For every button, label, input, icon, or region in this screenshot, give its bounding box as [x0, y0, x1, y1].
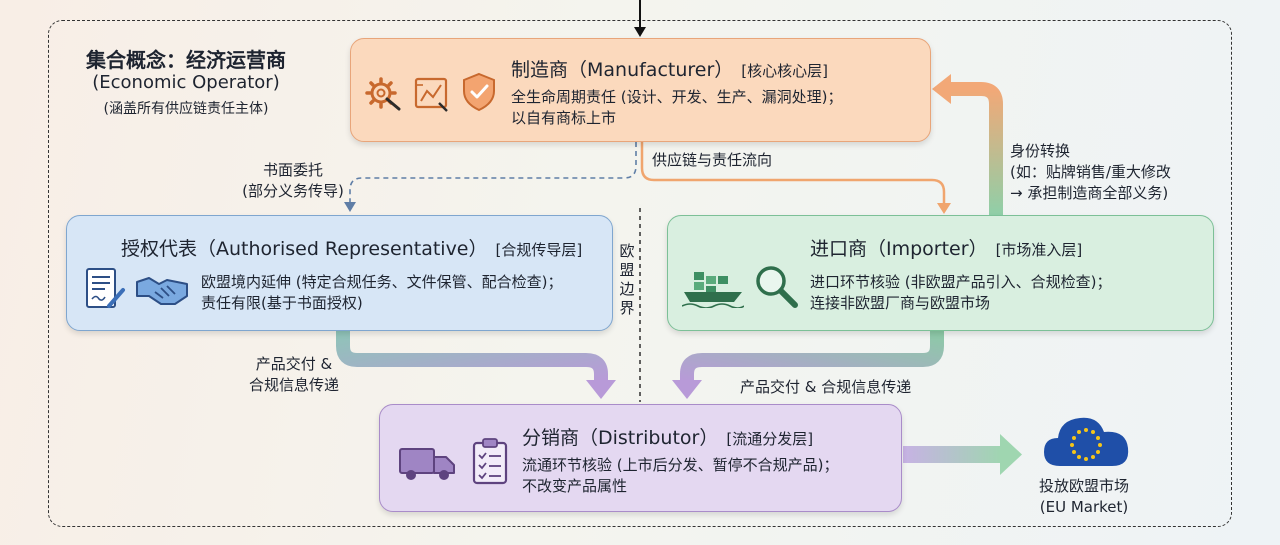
delivery-right-label: 产品交付 & 合规信息传递: [740, 378, 912, 396]
importer-desc: 进口环节核验 (非欧盟产品引入、合规检查)； 连接非欧盟厂商与欧盟市场: [810, 272, 1111, 314]
delivery-left-line1: 产品交付 &: [255, 355, 333, 373]
distributor-box: 分销商（Distributor） [流通分发层] 流通环节核验 (上市后分发、暂停…: [379, 404, 902, 512]
scope-note: (涵盖所有供应链责任主体): [103, 101, 269, 117]
delivery-left-head: [586, 380, 616, 399]
manufacturer-desc-line1: 全生命周期责任 (设计、开发、生产、漏洞处理)；: [511, 88, 843, 106]
delivery-right-head: [672, 380, 702, 399]
market-arrow-shaft: [903, 446, 1003, 463]
written-mandate-line1: 书面委托: [262, 161, 323, 179]
written-mandate-head: [344, 202, 356, 212]
eu-border-char-2: 盟: [619, 261, 635, 279]
written-mandate-line2: (部分义务传导): [242, 182, 344, 200]
importer-desc-line2: 连接非欧盟厂商与欧盟市场: [810, 294, 991, 312]
importer-desc-line1: 进口环节核验 (非欧盟产品引入、合规检查)；: [810, 273, 1112, 291]
supply-chain-flow-head: [937, 203, 951, 214]
delivery-left-flow: [336, 331, 608, 382]
scope-subtitle: (Economic Operator): [92, 72, 280, 93]
supply-chain-label: 供应链与责任流向: [652, 151, 773, 169]
manufacturer-desc: 全生命周期责任 (设计、开发、生产、漏洞处理)； 以自有商标上市: [511, 87, 842, 129]
eu-market-line1: 投放欧盟市场: [1038, 477, 1129, 495]
delivery-left-line2: 合规信息传递: [248, 376, 339, 394]
eu-market-line2: (EU Market): [1039, 498, 1129, 516]
ar-desc-line1: 欧盟境内延伸 (特定合规任务、文件保管、配合检查)；: [201, 273, 563, 291]
role-switch-flow: [948, 82, 1003, 215]
clipboard-checklist-icon: [472, 438, 508, 485]
document-sign-icon: [86, 268, 125, 308]
shield-check-icon: [463, 72, 495, 112]
delivery-right-flow: [680, 331, 944, 382]
manufacturer-tag: [核心核心层]: [741, 62, 829, 80]
handshake-icon: [136, 277, 188, 305]
eu-cloud-icon: [1044, 417, 1129, 466]
ar-desc-line2: 责任有限(基于书面授权): [201, 294, 363, 312]
magnifier-icon: [756, 266, 798, 308]
written-mandate-flow: [349, 142, 637, 206]
authorised-representative-box: 授权代表（Authorised Representative） [合规传导层] 欧…: [66, 215, 613, 331]
market-arrow-head: [1000, 434, 1022, 475]
ar-desc: 欧盟境内延伸 (特定合规任务、文件保管、配合检查)； 责任有限(基于书面授权): [201, 272, 562, 314]
delivery-left-label: 产品交付 & 合规信息传递: [232, 354, 356, 396]
importer-box: 进口商（Importer） [市场准入层] 进口环节核验 (非欧盟产品引入、合规检…: [667, 215, 1214, 331]
ar-title-row: 授权代表（Authorised Representative） [合规传导层]: [121, 234, 582, 261]
eu-border-char-4: 界: [619, 299, 635, 317]
importer-title: 进口商（Importer）: [810, 238, 988, 260]
distributor-title-row: 分销商（Distributor） [流通分发层]: [522, 423, 813, 450]
eu-border-label: 欧 盟 边 界: [617, 242, 637, 318]
eu-border-char-3: 边: [619, 280, 635, 298]
blueprint-icon: [414, 77, 448, 112]
ar-tag: [合规传导层]: [495, 241, 583, 259]
eu-market-label: 投放欧盟市场 (EU Market): [1022, 476, 1146, 518]
ar-title: 授权代表（Authorised Representative）: [121, 238, 488, 260]
manufacturer-title-row: 制造商（Manufacturer） [核心核心层]: [511, 55, 828, 82]
role-switch-line2: (如：贴牌销售/重大修改: [1010, 163, 1171, 181]
manufacturer-title: 制造商（Manufacturer）: [511, 59, 734, 81]
scope-title: 集合概念：经济运营商: [86, 48, 286, 72]
role-switch-line1: 身份转换: [1010, 142, 1071, 160]
importer-title-row: 进口商（Importer） [市场准入层]: [810, 234, 1082, 261]
distributor-tag: [流通分发层]: [726, 430, 814, 448]
distributor-title: 分销商（Distributor）: [522, 427, 719, 449]
distributor-desc-line2: 不改变产品属性: [522, 477, 628, 495]
supply-chain-flow: [640, 142, 946, 206]
entry-arrow-head: [634, 27, 646, 37]
eu-border-char-1: 欧: [619, 242, 635, 260]
cargo-ship-icon: [682, 272, 744, 308]
importer-tag: [市场准入层]: [995, 241, 1083, 259]
role-switch-head: [932, 74, 951, 104]
truck-icon: [399, 448, 455, 480]
role-switch-line3: → 承担制造商全部义务): [1010, 184, 1169, 202]
manufacturer-desc-line2: 以自有商标上市: [511, 109, 617, 127]
gear-wrench-icon: [365, 77, 401, 111]
distributor-desc-line1: 流通环节核验 (上市后分发、暂停不合规产品)；: [522, 456, 839, 474]
role-switch-label: 身份转换 (如：贴牌销售/重大修改 → 承担制造商全部义务): [1010, 141, 1171, 204]
distributor-desc: 流通环节核验 (上市后分发、暂停不合规产品)； 不改变产品属性: [522, 455, 838, 497]
manufacturer-box: 制造商（Manufacturer） [核心核心层] 全生命周期责任 (设计、开发、…: [350, 38, 931, 142]
written-mandate-label: 书面委托 (部分义务传导): [218, 160, 368, 202]
